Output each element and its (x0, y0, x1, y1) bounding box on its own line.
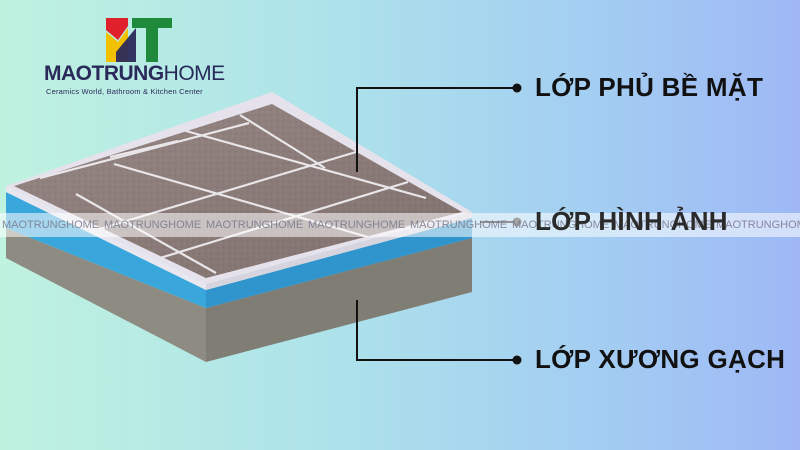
logo-name-bold: MAOTRUNG (44, 62, 164, 85)
watermark-text: MAOTRUNGHOME (716, 219, 800, 231)
glaze-layer-left-edge (6, 186, 206, 290)
label-image-layer: LỚP HÌNH ẢNH (535, 206, 728, 236)
watermark-text: MAOTRUNGHOME (206, 219, 304, 231)
tile-body-right-face (206, 238, 472, 362)
image-layer-right-face (206, 218, 472, 308)
leader-line-body (356, 300, 515, 361)
watermark-text: MAOTRUNGHOME (308, 219, 406, 231)
logo-name-light: HOME (163, 62, 226, 85)
brand-logo: MAOTRUNGHOME Ceramics World, Bathroom & … (44, 18, 244, 98)
watermark-text: MAOTRUNGHOME (410, 219, 508, 231)
watermark-text: MAOTRUNGHOME (2, 219, 100, 231)
label-surface-layer: LỚP PHỦ BỀ MẶT (535, 72, 764, 102)
leader-dot-body (512, 355, 522, 365)
leader-dot-surface (512, 83, 522, 93)
watermark-text: MAOTRUNGHOME (512, 219, 610, 231)
leader-line-surface (356, 87, 515, 172)
watermark-text: MAOTRUNGHOME (614, 219, 712, 231)
tile-body-left-face (6, 228, 206, 362)
logo-mark-icon (106, 18, 172, 62)
logo-tagline: Ceramics World, Bathroom & Kitchen Cente… (46, 87, 203, 96)
label-body-layer: LỚP XƯƠNG GẠCH (535, 344, 786, 374)
logo-wordmark: MAOTRUNGHOME (44, 62, 225, 86)
watermark-text: MAOTRUNGHOME (104, 219, 202, 231)
watermark-band (0, 213, 800, 237)
